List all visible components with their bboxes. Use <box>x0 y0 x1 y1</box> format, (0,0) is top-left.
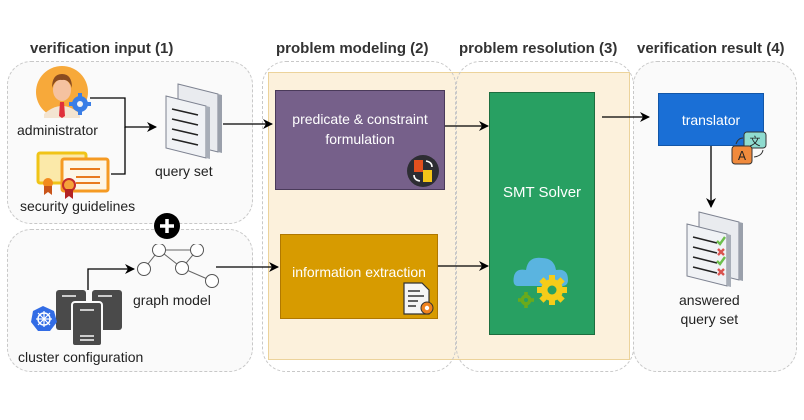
section-title-problem-modeling: problem modeling (2) <box>276 40 429 57</box>
svg-text:A: A <box>738 149 747 163</box>
translate-icon: 文 A <box>731 131 767 165</box>
svg-text:文: 文 <box>750 134 761 148</box>
query-set-label: query set <box>155 163 213 179</box>
plus-icon <box>154 213 180 239</box>
document-gear-icon <box>403 282 434 315</box>
problem-modeling-container <box>262 61 456 372</box>
predicate-constraint-formulation-label: predicate & constraint formulation <box>292 111 428 147</box>
smt-solver-box: SMT Solver <box>489 92 595 335</box>
answered-query-set-label-line1: answered <box>679 292 740 308</box>
section-title-verification-result: verification result (4) <box>637 40 785 57</box>
answered-query-set-icon <box>686 211 743 287</box>
graph-model-icon <box>137 244 219 288</box>
graph-model-label: graph model <box>133 292 211 308</box>
cluster-configuration-label: cluster configuration <box>18 349 144 365</box>
security-guidelines-label: security guidelines <box>20 198 136 214</box>
section-title-verification-input: verification input (1) <box>30 40 174 57</box>
section-title-problem-resolution: problem resolution (3) <box>459 40 618 57</box>
edge-guidelines-to-query <box>111 127 126 175</box>
answered-query-set-label: answered query set <box>679 291 740 329</box>
administrator-icon <box>36 66 91 118</box>
transform-icon <box>407 155 439 187</box>
edge-cluster-to-graph <box>87 264 135 290</box>
cloud-gears-icon <box>513 257 568 308</box>
administrator-label: administrator <box>17 122 98 138</box>
cluster-configuration-icon <box>31 290 122 346</box>
security-guidelines-icon <box>36 151 110 199</box>
smt-solver-label: SMT Solver <box>502 183 582 201</box>
query-set-icon <box>165 83 222 159</box>
translator-label: translator <box>681 111 741 128</box>
edge-admin-to-query <box>90 97 157 132</box>
answered-query-set-label-line2: query set <box>680 311 739 327</box>
verification-input-lower-container <box>7 229 253 372</box>
information-extraction-label: information extraction <box>292 263 426 280</box>
